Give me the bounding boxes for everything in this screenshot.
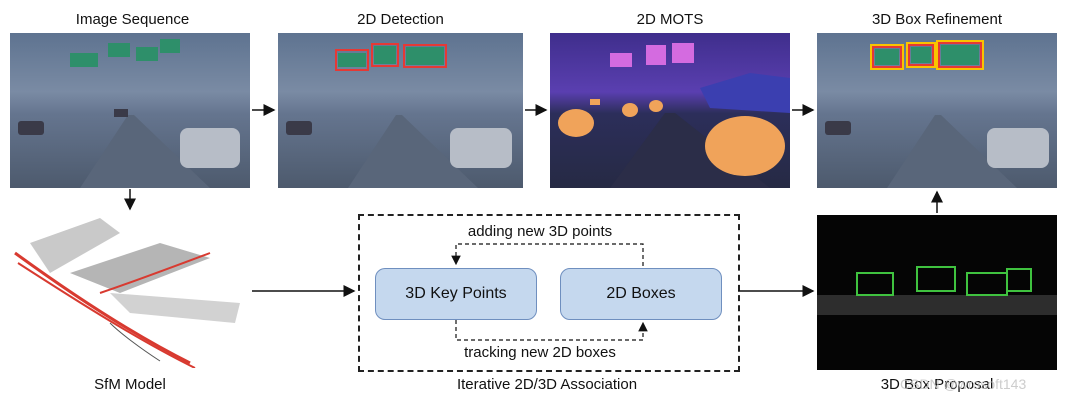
arrow-adding-points xyxy=(456,244,643,266)
arrow-tracking-boxes xyxy=(456,320,643,340)
